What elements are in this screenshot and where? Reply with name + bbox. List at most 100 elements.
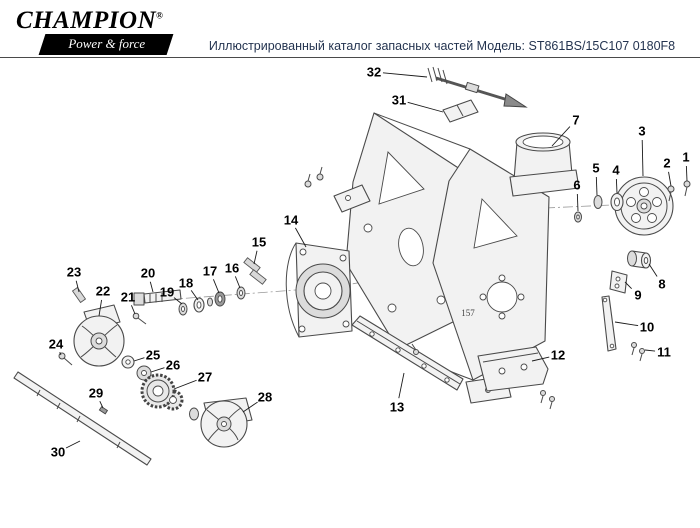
leader-line-part-7	[551, 126, 571, 147]
bolt-21	[132, 312, 147, 325]
auger-impeller-right	[189, 397, 253, 448]
drive-shaft-20	[133, 289, 182, 306]
washer-17	[214, 291, 226, 307]
part-number-16: 16	[225, 261, 239, 276]
leader-line-part-32	[382, 72, 428, 78]
bolts-11	[631, 342, 645, 362]
spring-pins-15	[243, 257, 267, 285]
leader-line-part-4	[615, 178, 618, 194]
part-callouts: 1234567891011121314151617181920212223242…	[49, 65, 690, 460]
leader-line-part-5	[595, 176, 598, 196]
leader-line-part-27	[173, 379, 197, 390]
part-number-3: 3	[638, 124, 645, 139]
part-number-32: 32	[367, 65, 381, 80]
part-number-1: 1	[682, 150, 689, 165]
mount-bracket-upper	[333, 184, 371, 213]
part-number-29: 29	[89, 386, 103, 401]
part-number-13: 13	[390, 400, 404, 415]
spacer	[207, 297, 213, 307]
leader-line-part-29	[99, 400, 104, 409]
leader-line-part-14	[294, 227, 307, 248]
leader-line-part-2	[668, 171, 672, 187]
bolt-24	[58, 352, 73, 366]
auger-impeller-left	[73, 304, 125, 367]
part-number-25: 25	[146, 348, 160, 363]
washer-19	[178, 302, 188, 316]
washer-6	[574, 211, 582, 223]
part-number-19: 19	[160, 285, 174, 300]
part-number-20: 20	[141, 266, 155, 281]
leader-line-part-16	[234, 276, 241, 289]
roller-8	[627, 250, 652, 269]
part-number-21: 21	[121, 290, 135, 305]
leader-line-part-20	[149, 281, 154, 293]
washer-18	[193, 297, 205, 313]
leader-line-part-21	[131, 305, 136, 315]
leader-line-part-12	[531, 356, 550, 362]
leader-line-part-11	[644, 349, 656, 352]
part-number-15: 15	[252, 235, 266, 250]
auger-shaft	[13, 371, 152, 466]
leader-line-part-26	[150, 367, 165, 373]
bolt-1	[683, 180, 691, 197]
washer-16	[236, 286, 246, 300]
part-number-22: 22	[96, 284, 110, 299]
scraper-bar	[351, 315, 464, 391]
part-number-5: 5	[592, 161, 599, 176]
skid-plate	[477, 346, 555, 410]
leader-line-part-9	[624, 281, 632, 289]
part-number-30: 30	[51, 445, 65, 460]
part-number-7: 7	[572, 113, 579, 128]
leader-line-part-24	[59, 352, 62, 356]
part-number-24: 24	[49, 337, 64, 352]
part-number-14: 14	[284, 213, 299, 228]
chute-collar	[509, 132, 580, 197]
chute-crank-rod	[427, 66, 528, 108]
part-number-23: 23	[67, 265, 81, 280]
bearing-ring-4	[610, 192, 624, 212]
sprocket-27	[140, 373, 184, 411]
spring-23	[71, 286, 87, 304]
part-number-28: 28	[258, 390, 272, 405]
part-number-11: 11	[657, 345, 671, 360]
part-number-4: 4	[612, 163, 620, 178]
gear-26	[136, 365, 152, 381]
catalog-title: Иллюстрированный каталог запасных частей…	[208, 39, 676, 53]
housing-front-panel: 157	[432, 148, 550, 381]
leader-line-part-17	[212, 279, 220, 294]
leader-line-part-15	[253, 250, 258, 265]
chute-rod-10	[601, 295, 617, 352]
leader-line-part-19	[173, 297, 183, 305]
part-number-10: 10	[640, 320, 654, 335]
leader-line-part-3	[641, 139, 644, 177]
leader-line-part-30	[65, 440, 81, 449]
crank-coil	[427, 66, 448, 85]
leader-line-part-6	[576, 193, 579, 212]
leader-line-part-18	[190, 290, 199, 301]
leader-line-part-10	[614, 321, 639, 327]
leader-line-part-23	[75, 280, 80, 293]
chute-crank-bracket	[442, 99, 479, 123]
champion-logo: CHAMPION® Power & force	[16, 8, 186, 55]
part-number-9: 9	[634, 288, 641, 303]
part-number-26: 26	[166, 358, 180, 373]
part-number-6: 6	[573, 178, 580, 193]
part-number-17: 17	[203, 264, 217, 279]
leader-line-part-31	[407, 101, 444, 113]
panel-marking: 157	[461, 308, 475, 318]
leader-line-part-8	[648, 263, 658, 277]
washer-25	[121, 355, 135, 369]
brand-name: CHAMPION®	[16, 8, 186, 33]
leader-line-part-22	[98, 299, 103, 317]
part-number-31: 31	[392, 93, 406, 108]
part-number-2: 2	[663, 156, 670, 171]
leader-line-part-25	[133, 357, 145, 362]
bracket-9	[609, 270, 628, 294]
registered-mark: ®	[156, 10, 164, 21]
friction-wheel	[614, 176, 674, 236]
bearing-housing	[285, 242, 353, 338]
part-number-12: 12	[551, 348, 565, 363]
leader-line-part-1	[685, 165, 688, 182]
